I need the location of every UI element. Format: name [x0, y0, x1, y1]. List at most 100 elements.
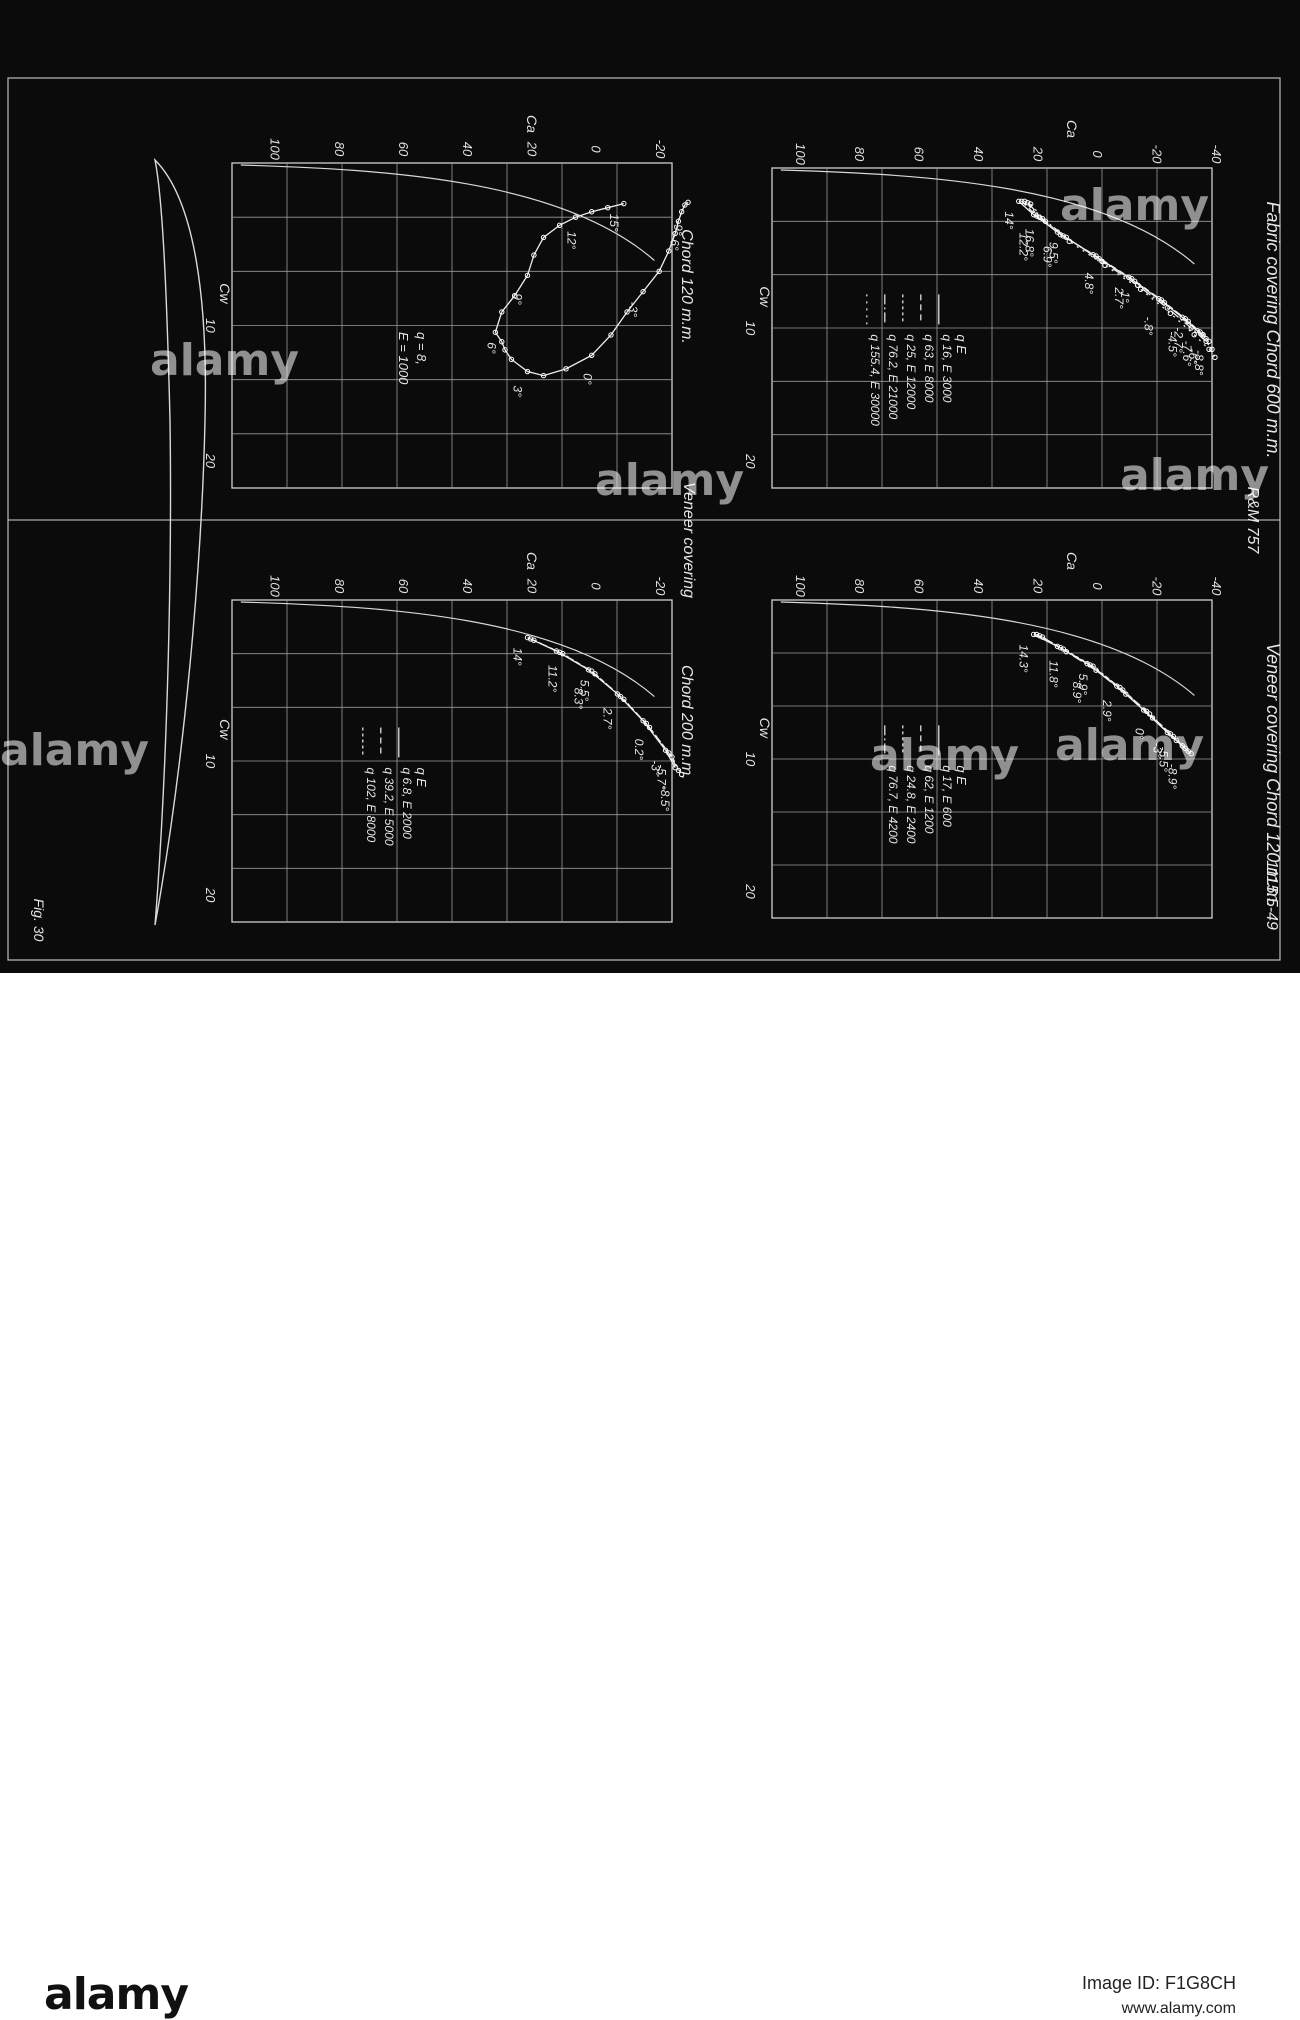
angle-annotation: -2.7°	[1171, 327, 1185, 353]
data-point	[540, 372, 547, 379]
angle-annotation: -9°	[671, 220, 685, 236]
angle-annotation: -3°	[1150, 743, 1164, 759]
ca-tick-label: 20	[524, 578, 539, 594]
cw-axis-label: Cw	[217, 719, 233, 740]
angle-annotation: 9°	[510, 293, 524, 305]
stock-url[interactable]: www.alamy.com	[1121, 2000, 1236, 2017]
data-point	[1164, 305, 1171, 311]
cw-tick-label: 20	[203, 887, 218, 903]
data-point	[1173, 737, 1180, 744]
cw-tick-label: 10	[203, 754, 218, 769]
data-point	[1057, 645, 1064, 651]
data-point	[1182, 745, 1188, 752]
angle-annotation: 2.7°	[600, 707, 614, 730]
ca-tick-label: 20	[1031, 578, 1046, 594]
series-line	[494, 201, 689, 377]
data-point	[1185, 748, 1191, 754]
angle-annotation: 3°	[510, 386, 524, 398]
ca-tick-label: -40	[1209, 145, 1224, 165]
series-line	[1042, 636, 1192, 755]
ca-tick-label: -20	[653, 577, 668, 597]
ca-tick-label: 60	[396, 142, 411, 157]
angle-annotation: 11.8°	[1046, 660, 1060, 687]
panel-title: Chord 120 m.m.	[678, 229, 695, 344]
ca-tick-label: 40	[971, 579, 986, 594]
data-point	[572, 214, 579, 220]
polar-envelope-line	[240, 164, 655, 261]
data-point	[1036, 633, 1043, 639]
polar-envelope-line	[780, 169, 1195, 265]
legend-entry: q 102, E 8000	[364, 767, 378, 842]
legend-entry: q 24.8, E 2400	[904, 765, 918, 843]
angle-annotation: 8.9°	[1070, 682, 1084, 704]
angle-annotation: 11.2°	[545, 665, 559, 692]
angle-annotation: -3°	[649, 760, 663, 776]
panel-title: Chord 200 m.m.	[678, 665, 695, 780]
angle-annotation: -8.8°	[1192, 350, 1206, 376]
ca-tick-label: 0	[589, 145, 604, 153]
data-point	[1182, 315, 1188, 322]
legend-entry: q 39.2, E 5000	[382, 767, 396, 845]
airfoil-profile	[153, 157, 207, 926]
cw-tick-label: 10	[743, 321, 758, 336]
report-id: R&M 757	[1244, 487, 1261, 555]
ca-tick-label: 0	[1090, 150, 1105, 158]
ca-tick-label: 20	[1031, 146, 1046, 162]
ca-tick-label: 40	[460, 142, 475, 157]
data-point	[675, 767, 682, 774]
legend-header: q E	[954, 765, 969, 785]
ca-tick-label: 100	[268, 138, 283, 160]
legend-entry: q 76.2, E 21000	[886, 334, 900, 419]
data-point	[678, 771, 685, 778]
data-point	[1039, 215, 1046, 222]
ca-tick-label: 60	[912, 579, 927, 594]
data-point	[563, 366, 569, 372]
angle-annotation: 5.9°	[1076, 674, 1090, 696]
angle-annotation: -8.5°	[658, 786, 672, 812]
angle-annotation: 6°	[484, 342, 498, 354]
data-point	[685, 199, 691, 205]
data-point	[675, 218, 682, 224]
data-point	[640, 288, 646, 295]
ca-tick-label: 80	[332, 142, 347, 157]
data-point	[1200, 331, 1206, 338]
stock-logo[interactable]: alamy	[44, 1969, 189, 2020]
ca-tick-label: -20	[1150, 577, 1165, 597]
legend-entry: q 76.7, E 4200	[886, 765, 900, 843]
stock-footer: alamy Image ID: F1G8CH www.alamy.com	[0, 973, 1300, 2020]
data-point	[540, 234, 547, 241]
data-point	[678, 209, 685, 215]
data-point	[499, 309, 505, 315]
ca-tick-label: 20	[524, 141, 539, 157]
data-point	[605, 204, 611, 211]
legend-entry: E = 1000	[396, 332, 411, 385]
data-point	[1206, 338, 1212, 345]
angle-annotation: -4.5°	[1165, 331, 1179, 357]
data-point	[560, 650, 566, 657]
fig-label: Fig. 30	[31, 899, 47, 942]
data-point	[592, 671, 598, 677]
cw-tick-label: 10	[203, 318, 218, 333]
data-point	[1206, 346, 1212, 353]
legend-entry: q 25, E 12000	[904, 334, 918, 409]
data-point	[1063, 648, 1070, 655]
ca-tick-label: 80	[852, 579, 867, 594]
data-point	[1030, 211, 1037, 218]
data-point	[492, 329, 499, 335]
data-point	[1019, 198, 1025, 205]
data-point	[589, 668, 595, 674]
data-point	[614, 691, 621, 697]
angle-annotation: 0°	[581, 373, 595, 385]
figure-canvas: Fabric covering Chord 600 m.m. Veneer co…	[0, 0, 1300, 973]
ca-tick-label: 80	[852, 147, 867, 162]
angle-annotation: 1°	[1118, 291, 1132, 303]
data-point	[553, 648, 560, 654]
cw-tick-label: 10	[743, 752, 758, 767]
alamy-watermark: alamy	[870, 730, 1019, 781]
data-point	[1039, 634, 1046, 640]
data-point	[585, 667, 592, 673]
center-label: Veneer covering	[680, 482, 697, 598]
data-point	[662, 747, 669, 753]
scan-background	[0, 0, 1300, 973]
